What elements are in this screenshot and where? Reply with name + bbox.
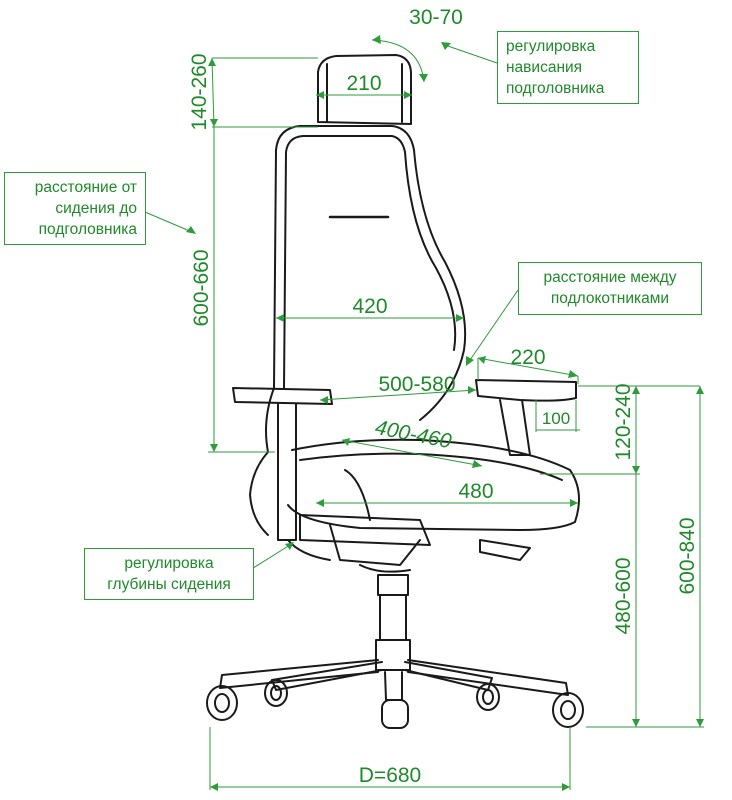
callout-line: расстояние от <box>34 179 137 196</box>
callout-armrest-distance: расстояние между подлокотниками <box>518 262 702 315</box>
dim-headrest-width: 210 <box>346 72 381 95</box>
chair-outline <box>206 54 584 729</box>
headrest <box>317 54 412 125</box>
callout-line: глубины сидения <box>107 576 231 593</box>
arrowheads <box>186 35 704 791</box>
dim-armrest-length: 220 <box>510 346 545 369</box>
gas-cylinder-top <box>377 574 409 596</box>
callout-headrest-tilt: регулировка нависания подголовника <box>497 31 639 104</box>
dimension-labels: 30-70 210 140-260 600-660 420 500-580 22… <box>188 6 699 787</box>
dim-armrest-width: 100 <box>542 409 570 428</box>
callout-line: расстояние между <box>543 269 677 286</box>
seat <box>287 438 580 531</box>
dimension-lines <box>144 39 704 790</box>
base-leg-front <box>384 671 403 701</box>
left-armrest <box>232 387 333 405</box>
dim-base-diameter: D=680 <box>359 764 421 787</box>
callout-line: подголовника <box>506 80 605 97</box>
backrest <box>273 125 467 421</box>
callout-seat-to-headrest: расстояние от сидения до подголовника <box>4 172 146 245</box>
caster-1 <box>206 685 238 721</box>
dim-seat-height: 480-600 <box>612 557 635 634</box>
dim-total-height: 600-840 <box>676 517 699 594</box>
callout-seat-depth: регулировка глубины сидения <box>84 548 254 600</box>
dim-arm-height: 120-240 <box>612 383 635 460</box>
caster-4 <box>476 683 500 711</box>
dim-seat-depth: 480 <box>458 480 493 503</box>
callout-line: регулировка <box>506 38 596 55</box>
dim-arm-distance: 500-580 <box>378 373 455 396</box>
caster-3 <box>381 699 409 729</box>
base-leg-left <box>219 659 379 689</box>
callout-line: нависания <box>506 59 583 76</box>
dim-headrest-height: 140-260 <box>188 53 211 130</box>
callout-line: подголовника <box>38 221 137 238</box>
callout-line: сидения до <box>55 200 137 217</box>
callout-line: регулировка <box>124 555 214 572</box>
gas-cylinder <box>375 639 411 671</box>
caster-2 <box>264 679 288 707</box>
dim-back-height: 600-660 <box>190 249 213 326</box>
right-armrest <box>475 379 577 402</box>
dim-back-width: 420 <box>352 295 387 318</box>
callout-line: подлокотниками <box>550 290 670 307</box>
dim-headrest-tilt: 30-70 <box>409 6 463 29</box>
seat-mechanism <box>299 514 431 546</box>
caster-5 <box>552 692 584 728</box>
